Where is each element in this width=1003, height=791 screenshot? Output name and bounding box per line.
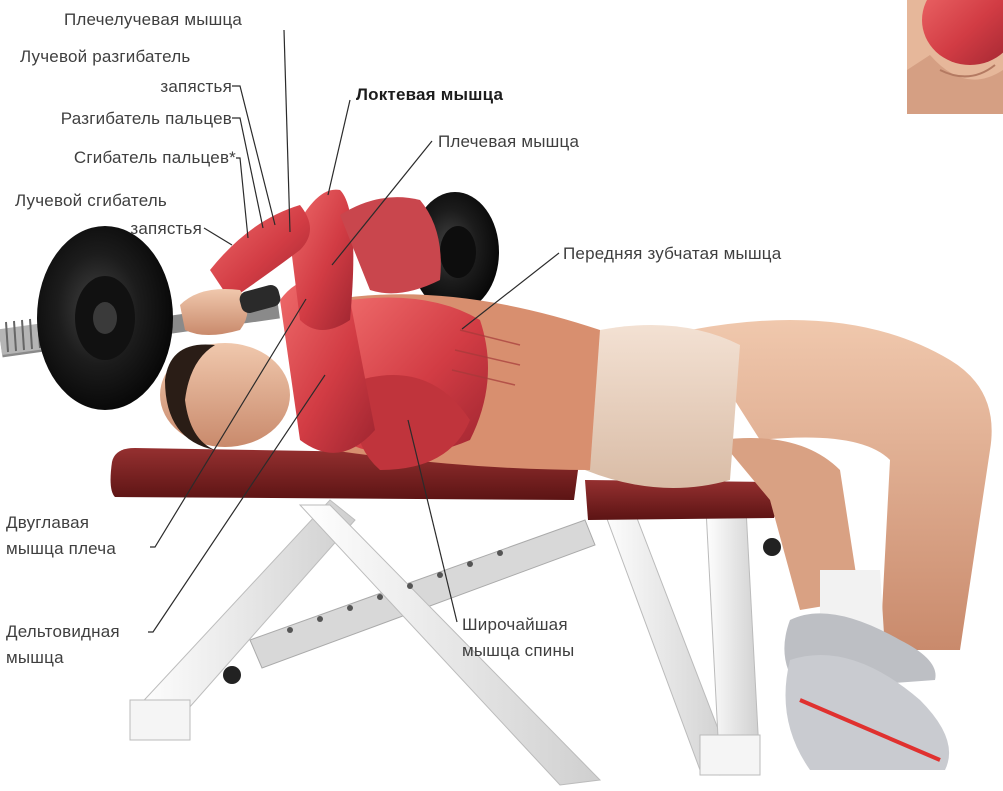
label-deltoid-line2: мышца xyxy=(6,648,64,667)
label-lats-line1: Широчайшая xyxy=(462,615,568,634)
head xyxy=(160,343,290,450)
inset-thumbnail xyxy=(907,0,1003,114)
label-flex-carpi-radialis-line1: Лучевой сгибатель xyxy=(15,191,167,210)
label-brachialis: Плечевая мышца xyxy=(438,132,579,151)
label-flex-carpi-radialis-line2: запястья xyxy=(130,219,202,238)
label-lats-line2: мышца спины xyxy=(462,641,574,660)
label-flex-digitorum: Сгибатель пальцев* xyxy=(74,148,236,167)
label-ext-carpi-radialis-line2: запястья xyxy=(160,77,232,96)
label-biceps-line2: мышца плеча xyxy=(6,539,116,558)
shorts xyxy=(582,325,740,488)
label-biceps-line1: Двуглавая xyxy=(6,513,89,532)
label-deltoid-line1: Дельтовидная xyxy=(6,622,120,641)
torso xyxy=(330,294,600,470)
label-ext-carpi-radialis-line1: Лучевой разгибатель xyxy=(20,47,190,66)
bench-frame xyxy=(130,490,781,785)
label-anconeus: Локтевая мышца xyxy=(356,85,503,104)
label-brachioradialis: Плечелучевая мышца xyxy=(64,10,242,29)
label-serratus-anterior: Передняя зубчатая мышца xyxy=(563,244,782,263)
label-ext-digitorum: Разгибатель пальцев xyxy=(61,109,232,128)
